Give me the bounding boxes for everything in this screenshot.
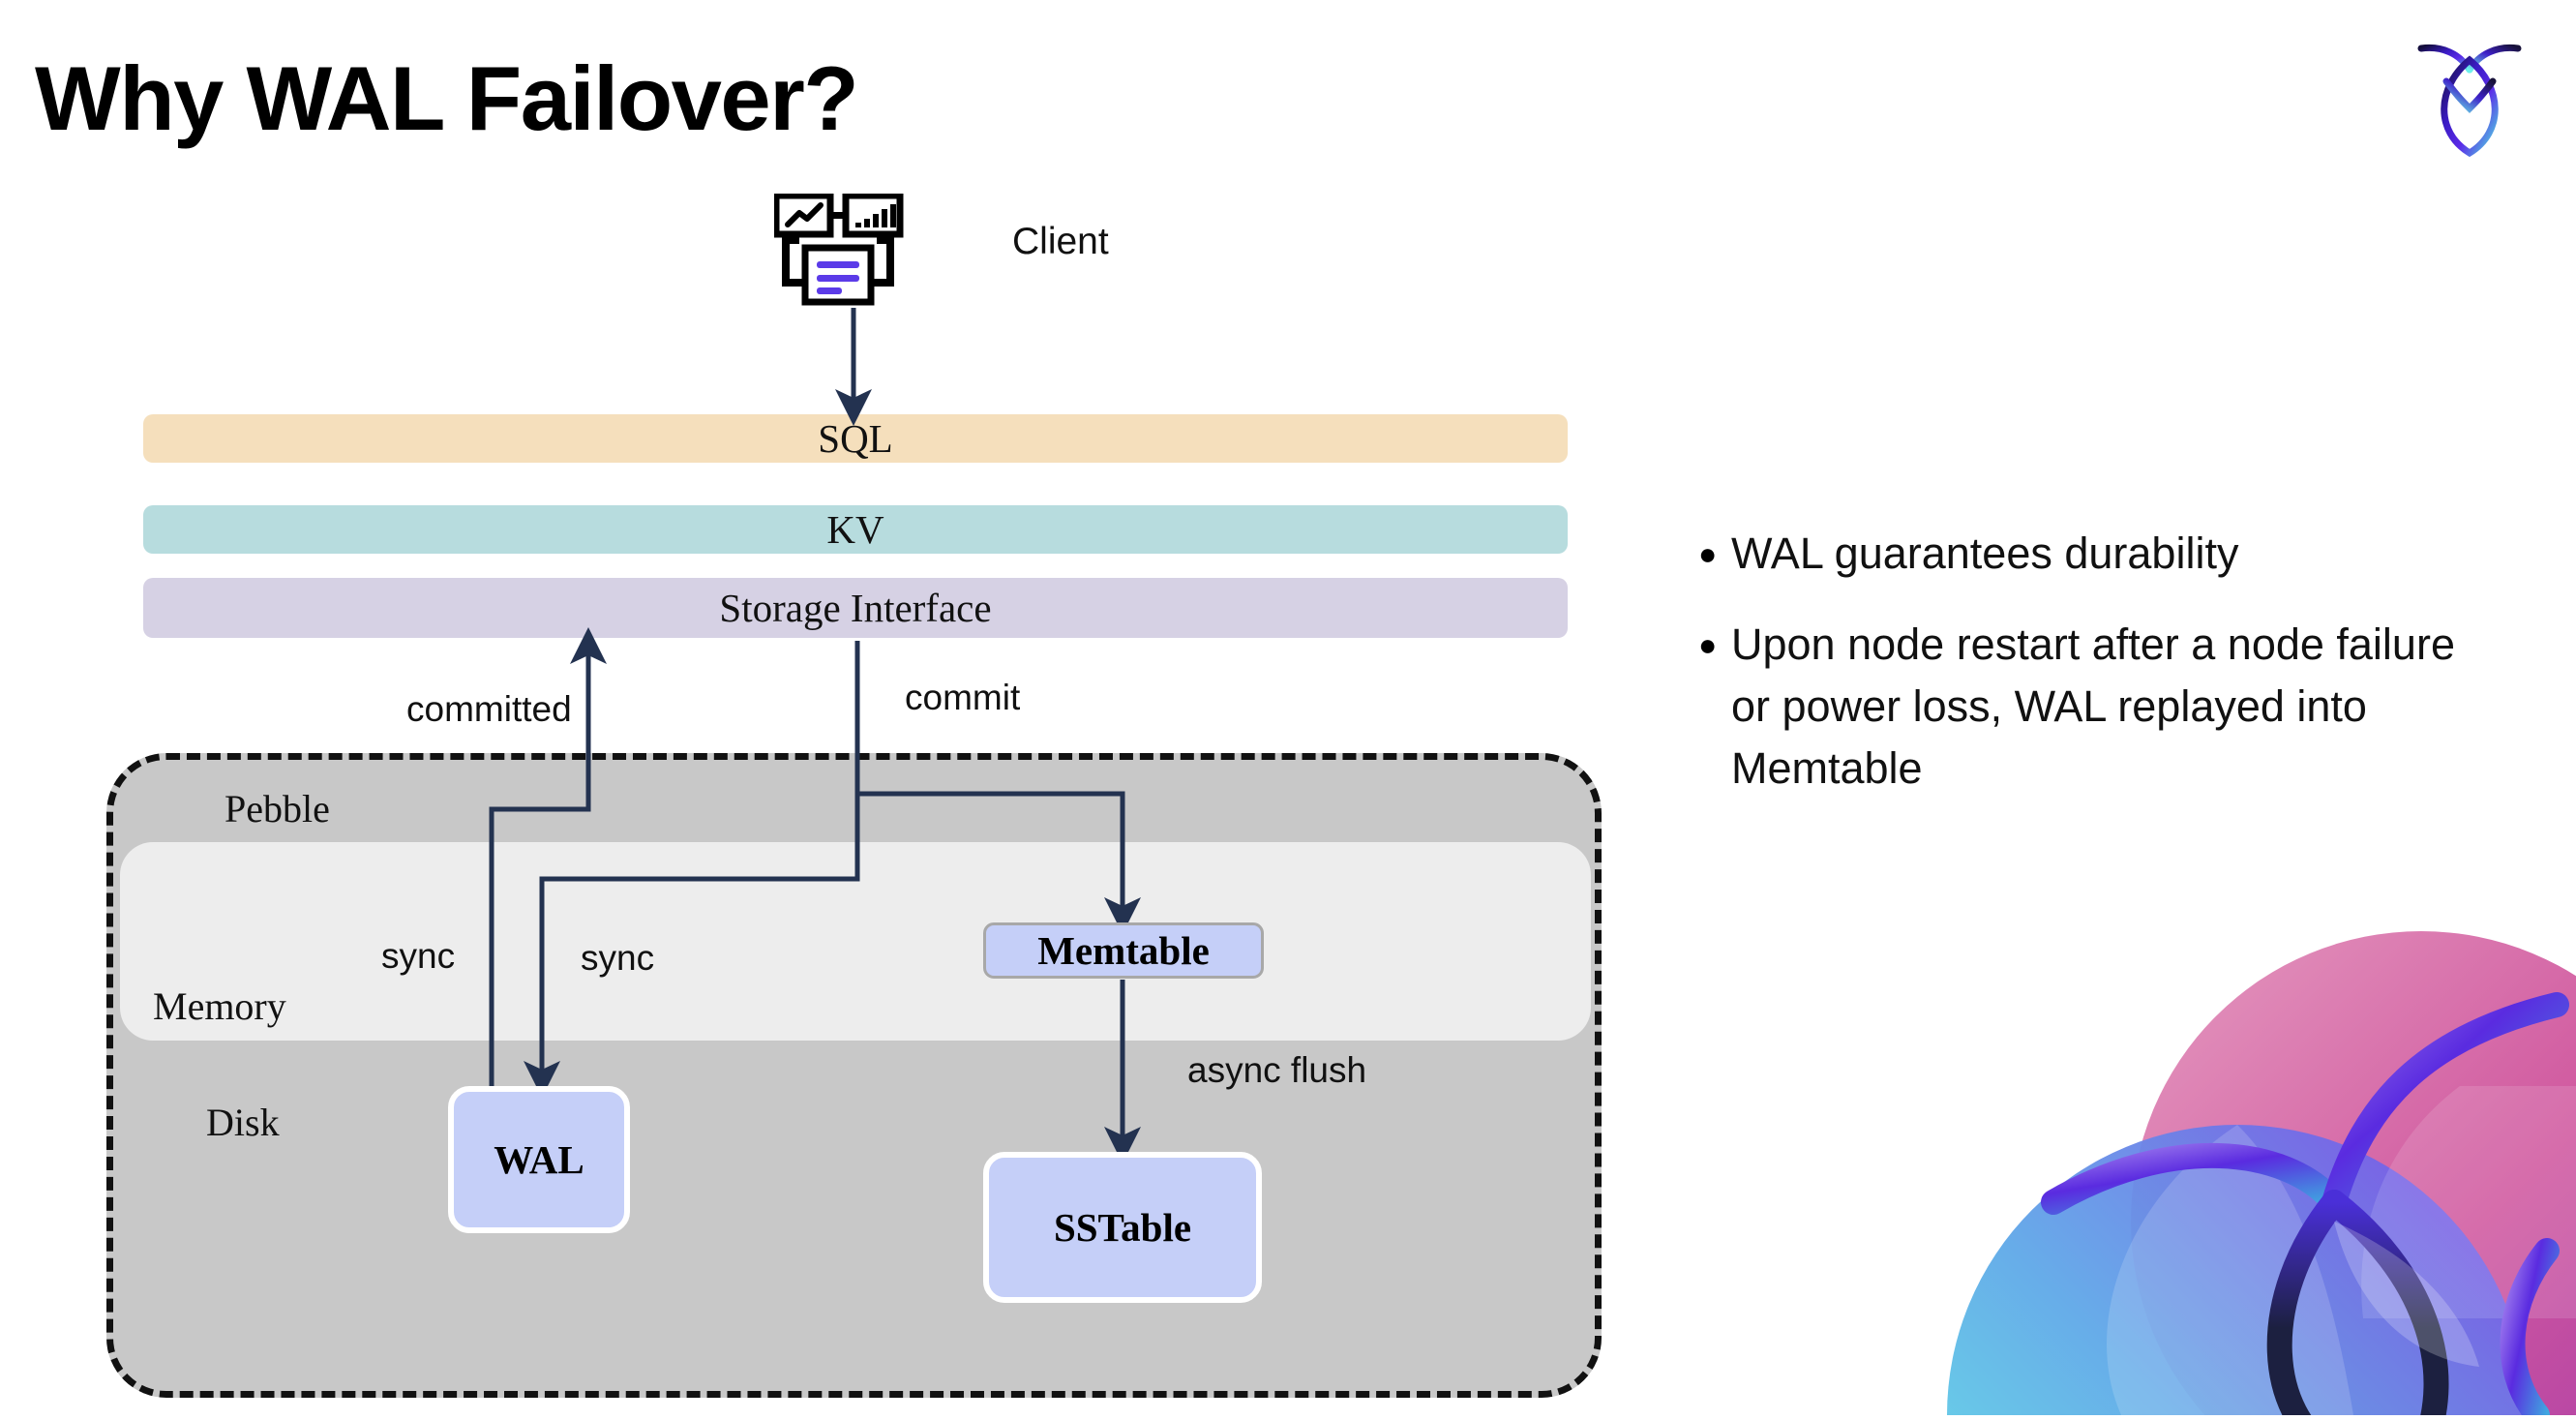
edge-label-commit: commit (905, 678, 1021, 717)
node-memtable: Memtable (983, 922, 1264, 979)
pebble-label: Pebble (225, 787, 330, 831)
memory-band (120, 842, 1591, 1041)
edge-label-async-flush: async flush (1187, 1050, 1367, 1090)
disk-label: Disk (206, 1101, 280, 1144)
bullet-list: ● WAL guarantees durability ● Upon node … (1698, 523, 2501, 829)
edge-label-sync-left: sync (381, 936, 456, 976)
memory-label: Memory (153, 984, 286, 1028)
layer-bar-sql: SQL (143, 414, 1568, 463)
client-label: Client (1012, 221, 1109, 262)
page-title: Why WAL Failover? (35, 47, 859, 149)
client-dashboard-icon (772, 192, 929, 310)
bullet-text: Upon node restart after a node failure o… (1731, 619, 2455, 793)
cockroach-watermark-graphic (1879, 912, 2576, 1415)
list-item: ● WAL guarantees durability (1698, 523, 2501, 585)
bullet-marker-icon: ● (1698, 536, 1718, 571)
architecture-diagram: Client SQL KV Storage Interface Pebble M… (106, 192, 1602, 1398)
layer-bar-kv: KV (143, 505, 1568, 554)
cockroach-logo-icon (2413, 31, 2526, 159)
bullet-text: WAL guarantees durability (1731, 529, 2239, 578)
node-wal: WAL (448, 1086, 630, 1233)
node-sstable: SSTable (983, 1152, 1262, 1303)
list-item: ● Upon node restart after a node failure… (1698, 614, 2501, 800)
edge-label-committed: committed (406, 689, 572, 729)
bullet-marker-icon: ● (1698, 627, 1718, 662)
layer-bar-storage: Storage Interface (143, 578, 1568, 638)
edge-label-sync-right: sync (581, 938, 655, 978)
